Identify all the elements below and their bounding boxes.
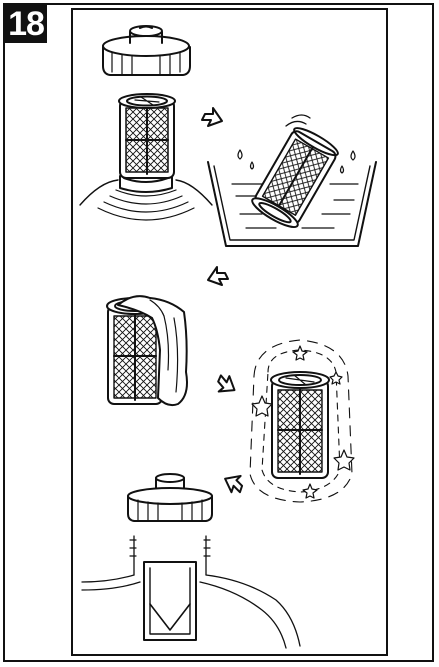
filter-clean-sparkle-illustration xyxy=(249,339,355,503)
arrow-icon xyxy=(224,474,244,494)
filter-towel-dry-illustration xyxy=(106,295,188,407)
arrow-icon xyxy=(201,107,223,127)
page-border xyxy=(3,3,434,662)
arrow-icon xyxy=(207,266,229,286)
arrow-icon xyxy=(217,374,236,393)
filter-rinse-basin-illustration xyxy=(207,114,377,247)
step-number-badge: 18 xyxy=(5,5,47,43)
illustration-panel xyxy=(71,8,388,656)
filter-reinsert-illustration xyxy=(81,473,301,649)
filter-cap-removal-illustration xyxy=(79,25,213,221)
